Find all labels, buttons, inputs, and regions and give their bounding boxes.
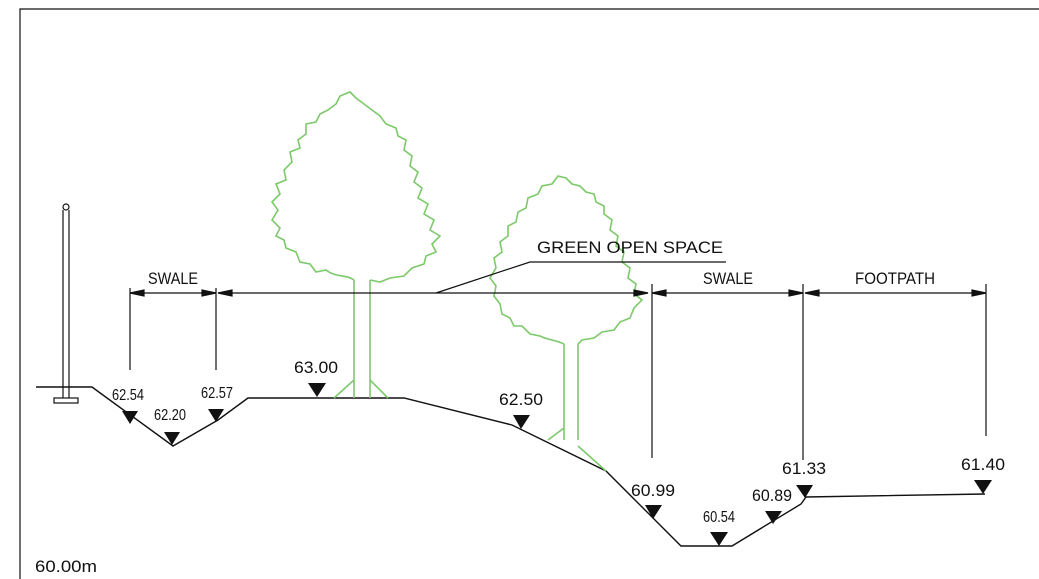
level-marker-5	[513, 415, 530, 429]
dimension-swale-left	[129, 288, 217, 370]
level-marker-2	[164, 432, 180, 445]
label-datum: 60.00m	[35, 557, 97, 576]
level-value-6: 60.99	[631, 481, 675, 500]
label-swale-right: SWALE	[703, 269, 753, 288]
level-value-5: 62.50	[499, 390, 543, 409]
level-value-10: 61.40	[961, 455, 1005, 474]
level-marker-1	[122, 411, 138, 424]
dimension-green-open-space	[217, 261, 726, 297]
level-marker-3	[208, 409, 224, 422]
label-swale-left: SWALE	[148, 269, 198, 288]
tree-2-icon	[489, 175, 644, 472]
label-footpath: FOOTPATH	[855, 269, 935, 288]
level-marker-10	[974, 480, 992, 494]
level-marker-4	[308, 383, 326, 397]
tree-1-icon	[270, 91, 442, 399]
level-value-3: 62.57	[201, 385, 233, 402]
level-value-7: 60.54	[703, 509, 735, 526]
lamp-post-icon	[53, 203, 79, 404]
level-marker-9	[796, 485, 813, 498]
dimension-swale-right	[651, 284, 804, 460]
level-value-8: 60.89	[752, 486, 792, 505]
level-value-9: 61.33	[782, 459, 826, 478]
level-value-4: 63.00	[294, 358, 338, 377]
level-value-1: 62.54	[112, 387, 144, 404]
dimension-footpath	[804, 284, 987, 436]
drawing-frame	[19, 8, 1039, 579]
level-marker-7	[710, 532, 728, 546]
level-markers	[122, 383, 992, 546]
level-marker-8	[765, 511, 782, 524]
label-green-open-space: GREEN OPEN SPACE	[537, 238, 723, 257]
level-marker-6	[645, 505, 662, 519]
level-value-2: 62.20	[154, 407, 186, 424]
